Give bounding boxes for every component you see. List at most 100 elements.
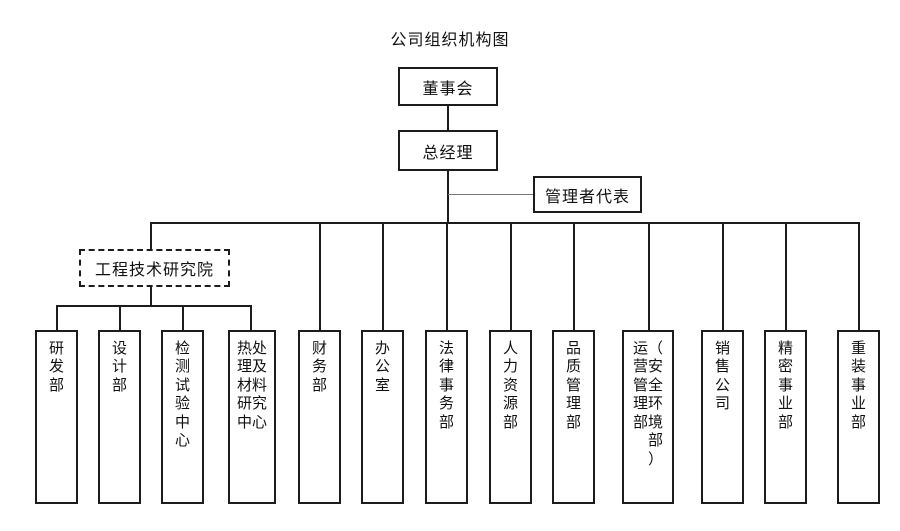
vtext-char: 品 [565,341,581,357]
vtext-char: 环 [648,396,664,413]
vtext-char: 业 [777,396,793,413]
leaf-testing-center[interactable]: 检测试验中心 [161,330,204,504]
leaf-heat-treatment-col-left: 热理材研中 [237,340,252,432]
vtext-char: 公 [714,377,730,394]
vtext-char: 试 [174,377,190,394]
vtext-char: 部 [632,414,648,431]
vtext-char: 设 [111,341,127,357]
vtext-char: 部 [311,377,327,394]
vtext-char: 部 [648,433,664,450]
vtext-char: 验 [174,396,190,413]
vtext-char: 研 [48,341,64,357]
vtext-char: 心 [174,433,190,450]
leaf-design-department-col-1: 设计部 [112,340,127,395]
vtext-char: 力 [502,359,518,376]
leaf-sales-company[interactable]: 销售公司 [701,330,744,504]
leaf-office[interactable]: 办公室 [361,330,404,504]
vtext-char: 密 [777,359,793,376]
vtext: 重装事业部 [851,340,866,432]
leaf-quality-management-department[interactable]: 品质管理部 [552,330,595,504]
vtext-char: 财 [311,341,327,357]
node-general-manager[interactable]: 总经理 [398,130,498,171]
institute-horizontal-bus [56,305,252,307]
vtext: 财务部 [312,340,327,395]
node-board-of-directors[interactable]: 董事会 [398,67,498,106]
vtext: 处及料究心 [252,340,267,432]
vtext-char: 部 [777,414,793,431]
vtext-char: 处 [252,341,268,357]
vtext-char: 销 [714,341,730,357]
vtext-char: 营 [632,359,648,376]
vtext-char: 精 [777,341,793,357]
leaf-human-resources-department[interactable]: 人力资源部 [489,330,532,504]
vtext-char: 安 [648,359,664,376]
edge-board-to-gm [447,105,449,130]
vtext-char: 发 [48,359,64,376]
vtext-char: 资 [502,377,518,394]
leaf-finance-department-col-1: 财务部 [312,340,327,395]
node-management-representative-label: 管理者代表 [544,188,630,206]
vtext: 销售公司 [715,340,730,414]
leaf-heavy-equipment-business-department[interactable]: 重装事业部 [837,330,880,504]
main-horizontal-bus [150,222,859,224]
institute-drop-heat-treatment [250,305,252,330]
vtext-char: 心 [252,414,268,431]
leaf-heat-treatment-material-research-center[interactable]: 处及料究心 热理材研中 [228,330,276,504]
leaf-office-col-1: 办公室 [375,340,390,395]
leaf-heavy-equipment-col-1: 重装事业部 [851,340,866,432]
vtext-char: 人 [502,341,518,357]
bus-drop-quality [573,222,575,330]
leaf-human-resources-col-1: 人力资源部 [503,340,518,432]
leaf-legal-affairs-department[interactable]: 法律事务部 [425,330,468,504]
bus-drop-office [382,222,384,330]
node-management-representative[interactable]: 管理者代表 [533,176,642,213]
vtext-char: 部 [502,414,518,431]
vtext-char: 司 [714,396,730,413]
vtext: 热理材研中 [237,340,252,432]
vtext-char: 管 [565,377,581,394]
leaf-operations-col-left: 运营管理部 [633,340,648,432]
institute-drop-testing [182,305,184,330]
bus-drop-legal [446,222,448,330]
vtext-char: 公 [374,359,390,376]
vtext: 检测试验中心 [175,340,190,451]
node-engineering-research-institute-label: 工程技术研究院 [94,262,214,279]
vtext: 人力资源部 [503,340,518,432]
vtext-char: 管 [632,377,648,394]
page-title: 公司组织机构图 [390,32,510,49]
vtext: 研发部 [49,340,64,395]
leaf-heat-treatment-col-right: 处及料究心 [252,340,267,432]
vtext-char: 源 [502,396,518,413]
vtext-char: 究 [252,396,268,413]
vtext-char: 境 [648,414,664,431]
vtext-char: 事 [777,377,793,394]
institute-drop-design [119,305,121,330]
leaf-finance-department[interactable]: 财务部 [298,330,341,504]
vtext-char: 部 [111,377,127,394]
leaf-precision-business-col-1: 精密事业部 [778,340,793,432]
node-board-label: 董事会 [422,80,474,98]
leaf-precision-business-department[interactable]: 精密事业部 [764,330,807,504]
vtext-char: 及 [252,359,268,376]
vtext-char: 测 [174,359,190,376]
vtext-char: 理 [632,396,648,413]
leaf-operations-management-department[interactable]: （安全环境部） 运营管理部 [622,330,674,504]
vtext-char: 中 [174,414,190,431]
node-engineering-research-institute[interactable]: 工程技术研究院 [79,249,230,287]
leaf-legal-affairs-col-1: 法律事务部 [439,340,454,432]
bus-drop-sales [722,222,724,330]
leaf-rd-department-col-1: 研发部 [49,340,64,395]
leaf-design-department[interactable]: 设计部 [98,330,141,504]
vtext: 设计部 [112,340,127,395]
bus-drop-precision [785,222,787,330]
vtext: 运营管理部 [633,340,648,432]
vtext-char: 售 [714,359,730,376]
vtext-char: 业 [850,396,866,413]
vtext: 办公室 [375,340,390,395]
vtext-char: 律 [438,359,454,376]
vtext-char: 重 [850,341,866,357]
vtext-char: 装 [850,359,866,376]
vtext-char: 料 [252,377,268,394]
leaf-rd-department[interactable]: 研发部 [35,330,78,504]
